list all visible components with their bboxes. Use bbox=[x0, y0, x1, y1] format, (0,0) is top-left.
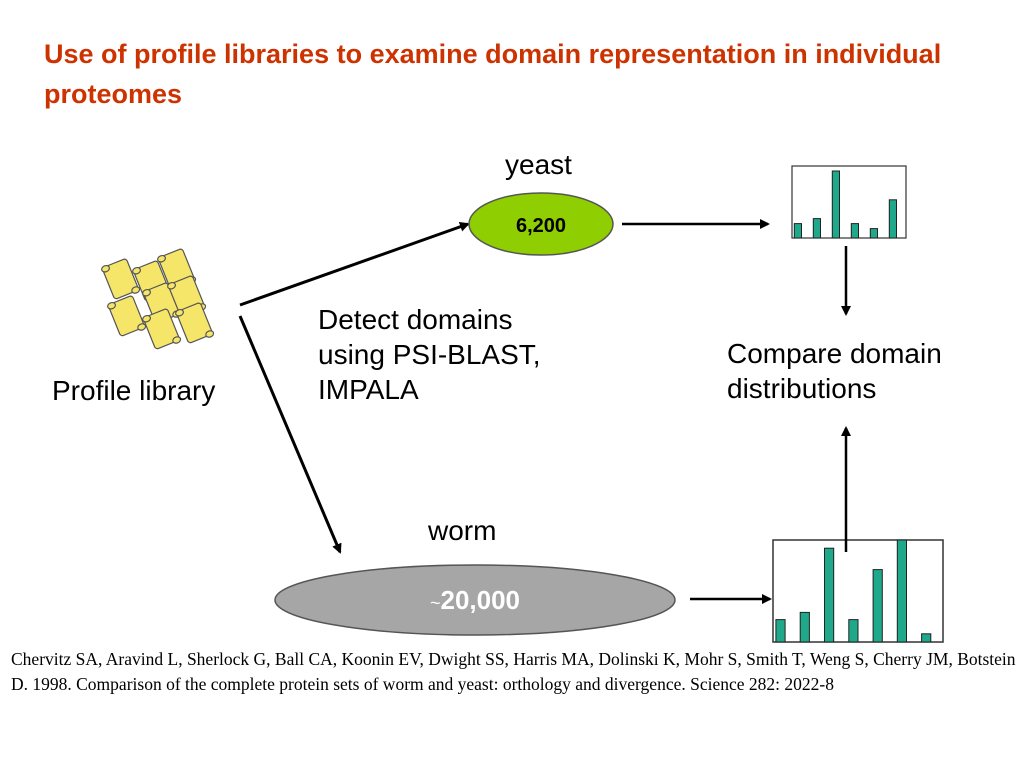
yeast-histogram-bars bbox=[793, 170, 897, 239]
detect-domains-text: Detect domains using PSI-BLAST, IMPALA bbox=[318, 304, 541, 405]
yeast-ellipse bbox=[468, 192, 614, 256]
scroll-icon bbox=[101, 258, 141, 300]
yeast-label: yeast bbox=[505, 149, 572, 180]
histogram-bar bbox=[872, 569, 883, 643]
arrow-to-worm bbox=[238, 315, 342, 554]
worm-histogram bbox=[772, 539, 944, 643]
scroll-icon bbox=[142, 308, 182, 350]
histogram-bar bbox=[896, 539, 907, 643]
histogram-bar bbox=[775, 619, 786, 643]
scroll-icon bbox=[175, 302, 215, 344]
slide-title: Use of profile libraries to examine doma… bbox=[44, 39, 942, 109]
histogram-bar bbox=[869, 228, 878, 239]
histogram-bar bbox=[812, 218, 821, 239]
yeast-count: 6,200 bbox=[516, 215, 566, 237]
histogram-bar bbox=[799, 611, 810, 643]
worm-count: 20,000 bbox=[440, 585, 520, 615]
worm-count-text: ~20,000 bbox=[430, 585, 520, 615]
compare-domains-text: Compare domain distributions bbox=[727, 338, 942, 404]
histogram-bar bbox=[921, 633, 932, 643]
worm-histogram-bars bbox=[775, 539, 932, 643]
histogram-bar bbox=[848, 619, 859, 643]
yeast-histogram bbox=[791, 165, 907, 239]
histogram-bar bbox=[850, 223, 859, 239]
yeast-histogram-frame bbox=[791, 165, 907, 239]
scroll-icon bbox=[142, 282, 182, 324]
histogram-bar bbox=[888, 199, 897, 239]
histogram-bar bbox=[831, 170, 840, 239]
citation: Chervitz SA, Aravind L, Sherlock G, Ball… bbox=[11, 649, 1016, 694]
histogram-bar bbox=[793, 223, 802, 239]
arrow-to-yeast bbox=[239, 221, 470, 307]
scroll-stack-icon bbox=[101, 248, 215, 350]
worm-ellipse bbox=[274, 564, 676, 636]
worm-label: worm bbox=[428, 515, 497, 546]
worm-count-prefix: ~ bbox=[430, 593, 441, 613]
scroll-icon bbox=[107, 295, 147, 337]
profile-library-label: Profile library bbox=[52, 375, 216, 406]
histogram-bar bbox=[824, 547, 835, 643]
